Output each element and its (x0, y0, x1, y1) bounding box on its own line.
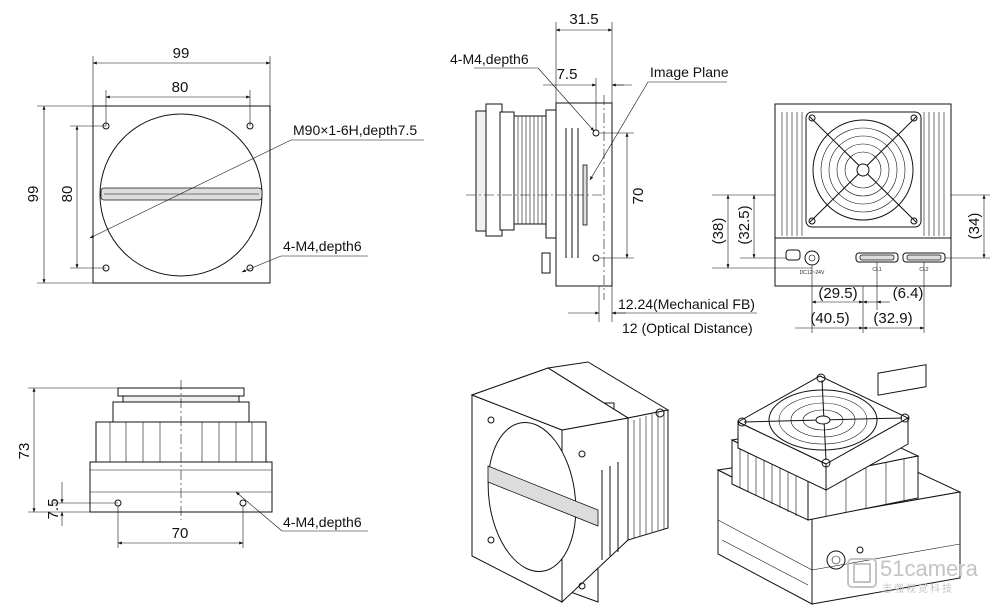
rear-dim-34-label: (34) (966, 213, 983, 240)
front-height-overall-label: 99 (25, 186, 42, 203)
rear-dim-6-4-label: (6.4) (893, 285, 924, 302)
image-plane-label: Image Plane (650, 64, 729, 80)
side-depth-label: 31.5 (569, 11, 598, 28)
rear-dim-32-9-label: (32.9) (873, 310, 912, 327)
side-hole-note-label: 4-M4,depth6 (450, 51, 529, 67)
power-port-label: DC12~24V (800, 270, 825, 276)
bottom-height-label: 73 (16, 443, 33, 460)
mechanical-fb-label: 12.24(Mechanical FB) (618, 296, 755, 312)
rear-fins-left (781, 112, 803, 236)
power-connector (785, 249, 801, 261)
rear-dim-29-5-label: (29.5) (818, 285, 857, 302)
bottom-fin-lines (109, 422, 253, 462)
front-height-mount-label: 80 (59, 186, 76, 203)
side-hole-offset-label: 7.5 (557, 66, 578, 83)
front-body-outline (92, 105, 271, 284)
front-width-mount-label: 80 (172, 79, 189, 96)
rear-dim-40-5-label: (40.5) (810, 310, 849, 327)
bottom-hole-note-label: 4-M4,depth6 (283, 514, 362, 530)
bottom-view: 73 7.5 70 4-M4,depth6 (16, 380, 368, 548)
rear-dim-38-label: (38) (710, 218, 727, 245)
side-hole-spacing-label: 70 (630, 188, 647, 205)
rear-fins-right (923, 112, 945, 236)
front-hole-note-label: 4-M4,depth6 (283, 238, 362, 254)
iso-front-fins (633, 411, 665, 538)
side-heatsink-fins (517, 116, 543, 224)
bottom-body-plate (89, 461, 273, 513)
thread-note-label: M90×1-6H,depth7.5 (293, 122, 417, 138)
optical-distance-label: 12 (Optical Distance) (622, 320, 753, 336)
front-width-overall-label: 99 (173, 45, 190, 62)
watermark-tagline: 志强视觉科技 (882, 582, 954, 595)
rear-dim-32-5-label: (32.5) (736, 205, 753, 244)
bottom-spacing-label: 70 (172, 525, 189, 542)
bottom-offset-label: 7.5 (45, 499, 62, 520)
isometric-front-view (470, 361, 670, 604)
front-view: 99 80 99 80 M90×1-6H,depth7.5 4-M4,depth… (25, 45, 424, 284)
rear-view: DC12~24V CL1 CL2 (38) (32.5) (34) (29.5)… (710, 103, 990, 333)
watermark-logo: 51camera 志强视觉科技 (847, 556, 979, 595)
side-view: 31.5 7.5 70 4-M4,depth6 Image Plane 12.2… (450, 11, 757, 336)
watermark-brand: 51camera (880, 556, 979, 581)
